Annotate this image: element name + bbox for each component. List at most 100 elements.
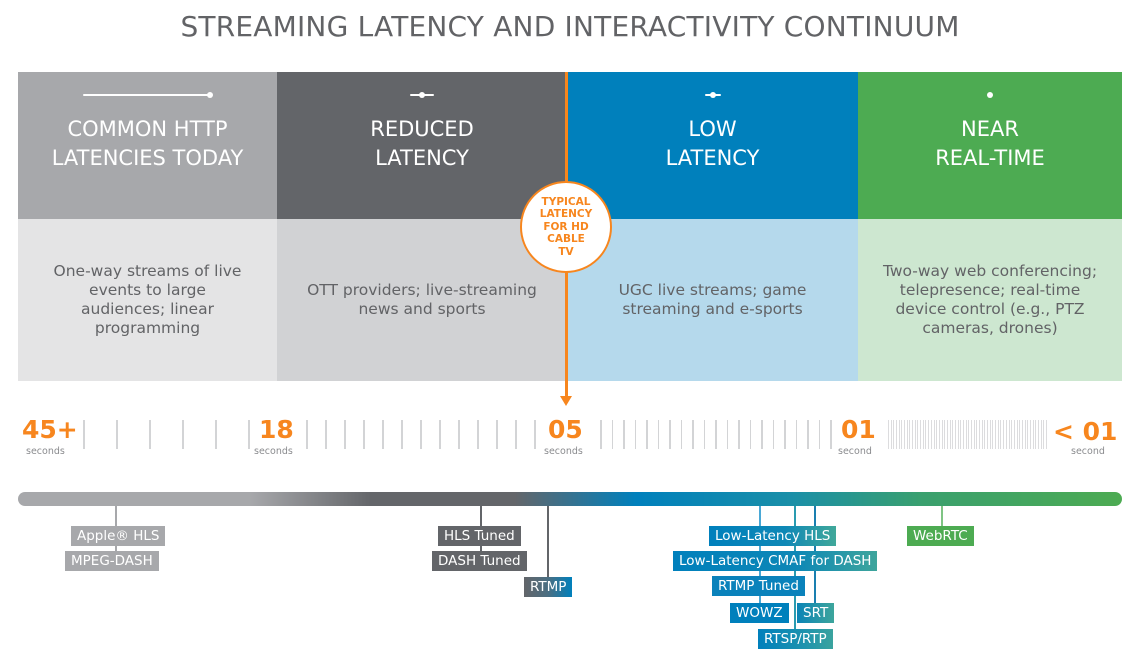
scale-tick <box>1043 420 1045 449</box>
scale-tick <box>901 420 903 449</box>
zone-description: Two-way web conferencing; telepresence; … <box>882 262 1098 337</box>
scale-tick <box>946 420 948 449</box>
scale-tick <box>646 420 648 449</box>
protocol-tag-dash-tuned: DASH Tuned <box>432 551 527 571</box>
scale-tick <box>952 420 954 449</box>
protocol-tag-low-latency-cmaf: Low-Latency CMAF for DASH <box>673 551 878 571</box>
badge-line: FOR HD <box>543 220 589 233</box>
protocol-tag-rtmp: RTMP <box>524 577 573 597</box>
scale-tick <box>657 420 659 449</box>
badge-line: TYPICAL <box>541 195 591 208</box>
scale-tick <box>1032 420 1034 449</box>
scale-tick <box>830 420 832 449</box>
scale-tick <box>944 420 946 449</box>
scale-tick <box>912 420 914 449</box>
scale-tick <box>1005 420 1007 449</box>
protocol-tag-rtsp-rtp: RTSP/RTP <box>758 629 833 649</box>
scale-value: 01 <box>841 415 876 444</box>
badge-line: LATENCY <box>539 208 593 221</box>
scale-tick <box>325 420 327 449</box>
scale-tick <box>979 420 981 449</box>
scale-tick <box>890 420 892 449</box>
scale-value: 05 <box>548 415 583 444</box>
scale-tick <box>898 420 900 449</box>
scale-tick <box>957 420 959 449</box>
scale-tick <box>634 420 636 449</box>
scale-tick <box>1011 420 1013 449</box>
scale-tick <box>1029 420 1031 449</box>
scale-tick <box>1013 420 1015 449</box>
scale-tick <box>784 420 786 449</box>
scale-tick <box>987 420 989 449</box>
badge-line: CABLE <box>547 233 585 246</box>
scale-tick <box>496 420 498 449</box>
scale-tick <box>1000 420 1002 449</box>
scale-tick <box>306 420 308 449</box>
scale-tick <box>930 420 932 449</box>
scale-tick <box>904 420 906 449</box>
scale-tick <box>382 420 384 449</box>
zone-title-line: LOW <box>688 117 737 141</box>
badge-line: TV <box>558 245 574 258</box>
zone-title-line: LATENCY <box>665 146 760 170</box>
zone-reduced-latency-header: REDUCED LATENCY <box>277 72 567 219</box>
scale-tick <box>965 420 967 449</box>
scale-tick <box>680 420 682 449</box>
scale-unit: seconds <box>26 446 65 457</box>
scale-tick <box>1008 420 1010 449</box>
scale-tick <box>1037 420 1039 449</box>
zone-title-line: REAL-TIME <box>935 146 1045 170</box>
protocol-tag-hls-tuned: HLS Tuned <box>438 526 521 546</box>
scale-tick <box>962 420 964 449</box>
scale-tick <box>807 420 809 449</box>
scale-unit: second <box>838 446 872 457</box>
scale-tick <box>772 420 774 449</box>
scale-tick <box>669 420 671 449</box>
zone-description: OTT providers; live-streaming news and s… <box>307 281 537 318</box>
protocol-tag-srt: SRT <box>797 603 835 623</box>
scale-tick <box>941 420 943 449</box>
zone-title-line: LATENCIES TODAY <box>51 146 244 170</box>
connector-line <box>941 506 943 528</box>
zone-title: NEAR REAL-TIME <box>858 115 1122 173</box>
scale-tick <box>692 420 694 449</box>
scale-tick <box>960 420 962 449</box>
scale-tick <box>968 420 970 449</box>
scale-tick <box>149 420 151 449</box>
protocol-tag-webrtc: WebRTC <box>907 526 974 546</box>
scale-tick <box>116 420 118 449</box>
scale-tick <box>715 420 717 449</box>
scale-tick <box>896 420 898 449</box>
scale-tick <box>1046 420 1047 449</box>
zone-reduced-latency-description: OTT providers; live-streaming news and s… <box>277 219 567 381</box>
scale-tick <box>182 420 184 449</box>
scale-tick <box>401 420 403 449</box>
scale-tick <box>1024 420 1026 449</box>
scale-tick <box>458 420 460 449</box>
zone-common-http-description: One-way streams of live events to large … <box>18 219 277 381</box>
scale-tick <box>981 420 983 449</box>
scale-tick <box>949 420 951 449</box>
protocol-tag-wowz: WOWZ <box>730 603 789 623</box>
scale-tick <box>344 420 346 449</box>
scale-tick <box>600 420 602 449</box>
scale-tick <box>995 420 997 449</box>
zone-near-real-time-description: Two-way web conferencing; telepresence; … <box>858 219 1122 381</box>
scale-tick <box>1019 420 1021 449</box>
zone-low-latency-header: LOW LATENCY <box>567 72 858 219</box>
scale-unit: seconds <box>544 446 583 457</box>
scale-tick <box>1021 420 1023 449</box>
short-line-dot-icon <box>410 92 434 98</box>
dot-icon <box>987 92 993 98</box>
scale-tick <box>363 420 365 449</box>
scale-tick <box>795 420 797 449</box>
scale-tick <box>997 420 999 449</box>
protocol-tag-low-latency-hls: Low-Latency HLS <box>709 526 837 546</box>
connector-line <box>547 506 549 578</box>
zone-common-http-header: COMMON HTTP LATENCIES TODAY <box>18 72 277 219</box>
scale-tick <box>1016 420 1018 449</box>
zone-title: COMMON HTTP LATENCIES TODAY <box>18 115 277 173</box>
scale-tick <box>215 420 217 449</box>
zone-near-real-time-header: NEAR REAL-TIME <box>858 72 1122 219</box>
scale-value: 45+ <box>22 415 78 444</box>
